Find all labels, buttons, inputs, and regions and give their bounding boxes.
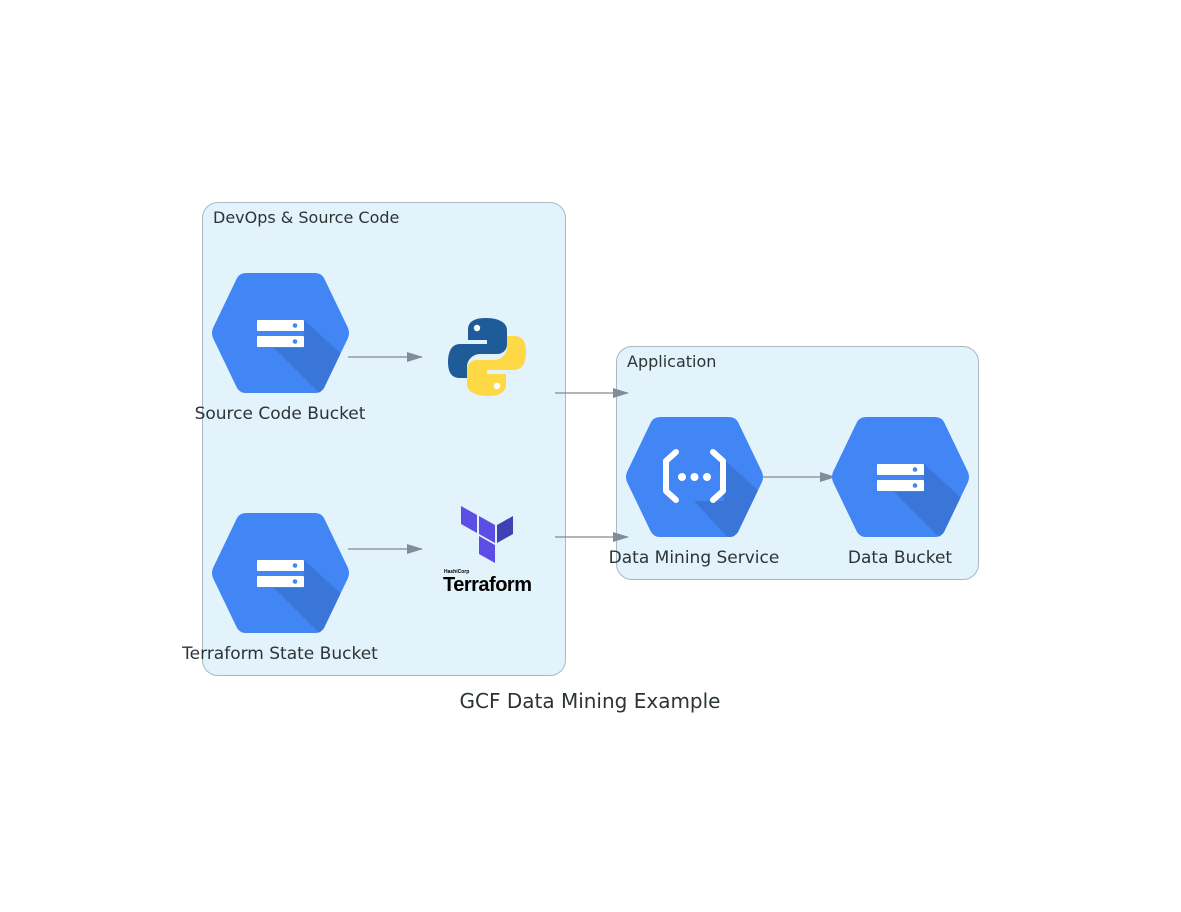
python-icon [448,318,526,396]
application-cluster-label: Application [627,352,717,371]
python-node[interactable] [446,316,528,398]
storage-bucket-icon [832,417,969,537]
diagram-title: GCF Data Mining Example [459,689,721,713]
terraform-node[interactable]: HashiCorp Terraform [440,504,536,596]
data-bucket-label: Data Bucket [847,548,953,568]
cloud-functions-icon [626,417,763,537]
devops-cluster-label: DevOps & Source Code [213,208,400,227]
data-mining-service-label: Data Mining Service [608,548,780,568]
storage-bucket-icon [212,513,349,633]
source-code-bucket-label: Source Code Bucket [194,404,366,424]
source-code-bucket-node[interactable] [212,272,349,394]
data-mining-service-node[interactable] [626,416,763,538]
data-bucket-node[interactable] [832,416,969,538]
terraform-logo-text: Terraform [443,574,532,596]
terraform-icon: HashiCorp Terraform [443,506,532,596]
terraform-state-bucket-node[interactable] [212,512,349,634]
terraform-logo-small-text: HashiCorp [444,569,469,575]
storage-bucket-icon [212,273,349,393]
terraform-state-bucket-label: Terraform State Bucket [182,644,378,664]
